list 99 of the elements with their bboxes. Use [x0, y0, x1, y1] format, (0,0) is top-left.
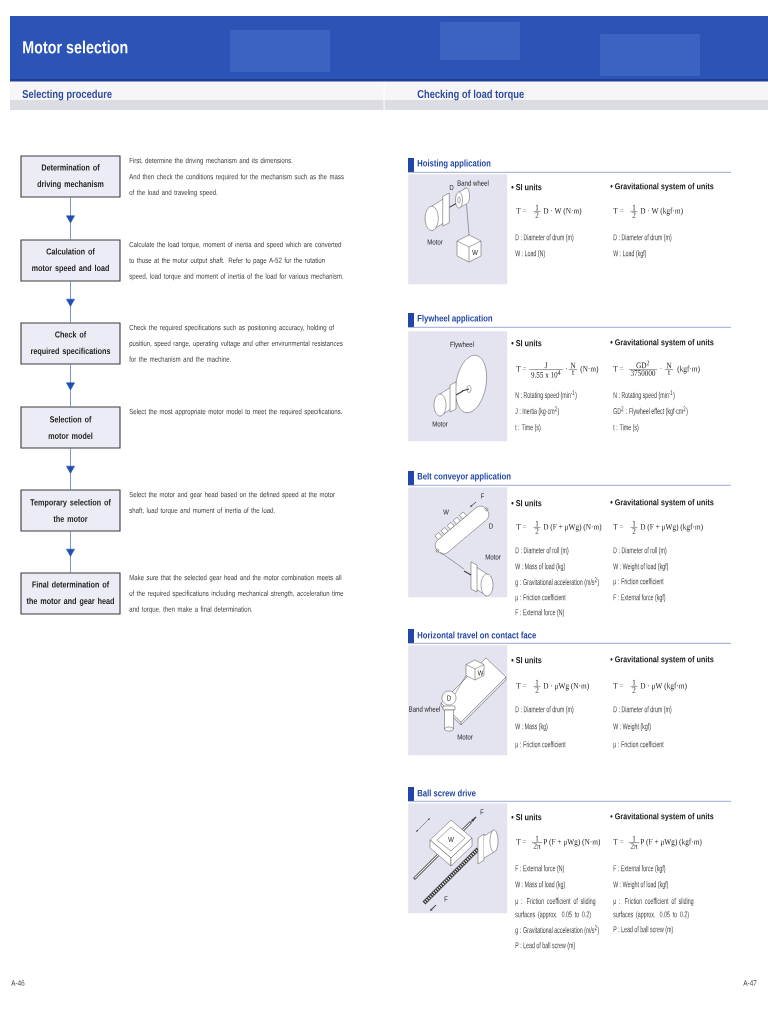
formula-text: P (F + μWg) (N·m): [543, 838, 601, 847]
arrow: [66, 531, 75, 573]
fraction-term: 1: [632, 679, 636, 686]
symbol-definition: W : Mass (kg): [515, 723, 548, 731]
multiplication-dot: ·: [566, 368, 567, 370]
symbol-definition: W : Weight of load (kgf): [613, 881, 669, 889]
formula-text: D · W (kgf·m): [640, 207, 683, 216]
process-box: Calculation of motor speed and load: [20, 239, 121, 282]
process-box: Selection of motor model: [20, 406, 121, 449]
fraction-term: 1: [632, 204, 636, 211]
formula-text: D · μW (kgf·m): [640, 682, 687, 691]
formula-text: T =: [516, 523, 527, 530]
units-heading: • Gravitational system of units: [610, 655, 714, 665]
symbol-definition: t : Time (s): [613, 424, 639, 432]
arrow: [66, 364, 75, 407]
symbol-definition: μ : Friction coefficient of sliding surfaces (approx. 0.05 to 0.2): [613, 897, 694, 920]
fraction-term: 2: [632, 528, 636, 534]
fraction-term: 2: [535, 687, 539, 693]
symbol-definition: D : Diameter of drum (m): [515, 234, 574, 242]
symbol-definition: μ : Friction coefficient of sliding surfaces (approx. 0.05 to 0.2): [515, 897, 596, 920]
fraction-term: 2: [632, 687, 636, 693]
formula-text: T =: [613, 839, 624, 845]
formula-text: T =: [516, 207, 527, 214]
symbol-definition: D : Diameter of drum (m): [613, 706, 672, 714]
symbol-definition: g : Gravitational acceleration (m/s$^{2}$): [515, 577, 599, 587]
symbol-definition: D : Diameter of drum (m): [613, 234, 672, 242]
process-box: Check of required specifications: [20, 322, 121, 365]
fraction-term: 1: [632, 520, 636, 527]
formula-text: P (F + μWg) (kgf·m): [640, 838, 702, 847]
formula-text: T =: [613, 523, 624, 530]
fraction-term: 9.55 x 10$^{4}$: [531, 370, 561, 378]
fraction-term: 1: [632, 835, 636, 842]
symbol-definition: F : External force (kgf): [613, 594, 666, 602]
fraction-term: 2π: [533, 843, 541, 849]
symbol-definition: N : Rotating speed (min$^{-1}$): [515, 390, 577, 400]
units-heading: • Gravitational system of units: [610, 498, 714, 508]
formula-text: T =: [613, 683, 624, 689]
multiplication-dot: ·: [660, 368, 662, 370]
process-box: Temporary selection of the motor: [20, 489, 121, 532]
formula-text: T =: [516, 683, 527, 689]
units-heading: • Gravitational system of units: [610, 182, 714, 192]
symbol-definition: μ : Friction coefficient: [515, 594, 566, 602]
symbol-definition: g : Gravitational acceleration (m/s$^{2}$): [515, 925, 599, 935]
fraction-term: 1: [535, 204, 539, 211]
formula-text: D (F + μWg) (kgf·m): [640, 523, 703, 532]
formula-text: D · W (N·m): [543, 207, 582, 216]
arrow: [66, 281, 75, 323]
units-heading: • Gravitational system of units: [610, 338, 714, 348]
formula-text: D · μWg (N·m): [543, 682, 589, 691]
process-box: Determination of driving mechanism: [20, 155, 121, 198]
fraction-term: 3750000: [630, 370, 656, 376]
fraction-term: 1: [535, 835, 539, 842]
fraction-term: N: [570, 362, 576, 369]
fraction-term: 2: [632, 212, 636, 218]
symbol-definition: D : Diameter of roll (m): [515, 547, 569, 555]
symbol-definition: W : Load (N): [515, 250, 545, 258]
fraction-term: t: [572, 370, 574, 375]
symbol-definition: W : Mass of load (kg): [515, 563, 565, 571]
fraction-term: N: [666, 362, 672, 369]
symbol-definition: μ : Friction coefficient: [613, 578, 664, 586]
section-heading: Checking of load torque: [417, 89, 524, 101]
symbol-definition: D : Diameter of drum (m): [515, 706, 574, 714]
page-title: Motor selection: [23, 40, 128, 54]
fraction-term: 1: [535, 520, 539, 527]
fraction-term: GD$^{2}$: [636, 360, 650, 369]
symbol-definition: F : External force (kgf): [613, 865, 666, 873]
symbol-definition: J : Inertia (kg·cm$^{2}$): [515, 406, 559, 416]
arrow: [66, 448, 75, 490]
fraction-term: J: [544, 362, 548, 369]
symbol-definition: P : Lead of ball screw (m): [515, 942, 575, 950]
units-heading: • Gravitational system of units: [610, 812, 714, 822]
formula-text: D (F + μWg) (N·m): [543, 523, 602, 532]
fraction-term: 1: [535, 679, 539, 686]
formula-text: (N·m): [580, 365, 599, 374]
fraction-term: 2π: [630, 843, 638, 849]
section-heading: Selecting procedure: [22, 89, 112, 101]
symbol-definition: F : External force (N): [515, 865, 564, 873]
symbol-definition: P : Lead of ball screw (m): [613, 926, 673, 934]
symbol-definition: D : Diameter of roll (m): [613, 547, 667, 555]
symbol-definition: F : External force (N): [515, 609, 564, 617]
formula-text: (kgf·m): [677, 365, 700, 374]
symbol-definition: W : Mass of load (kg): [515, 881, 565, 889]
formula-text: T =: [613, 207, 624, 214]
formula-text: T =: [516, 839, 527, 845]
formula-text: T =: [613, 365, 624, 372]
symbol-definition: N : Rotating speed (min$^{-1}$): [613, 390, 675, 400]
symbol-definition: μ : Friction coefficient: [613, 741, 664, 749]
symbol-definition: W : Weight of load (kgf): [613, 563, 669, 571]
arrow: [66, 197, 75, 240]
symbol-definition: W : Load (kgf): [613, 250, 647, 258]
fraction-term: t: [668, 370, 670, 375]
symbol-definition: μ : Friction coefficient: [515, 741, 566, 749]
symbol-definition: t : Time (s): [515, 424, 541, 432]
fraction-term: 2: [535, 528, 539, 534]
formula-text: T =: [516, 365, 527, 372]
process-box: Final determination of the motor and gear head: [20, 572, 121, 615]
symbol-definition: W : Weight (kgf): [613, 723, 651, 731]
fraction-term: 2: [535, 212, 539, 218]
symbol-definition: GD$^{2}$ : Flywheel effect (kgf·cm$^{2}$): [613, 406, 688, 416]
